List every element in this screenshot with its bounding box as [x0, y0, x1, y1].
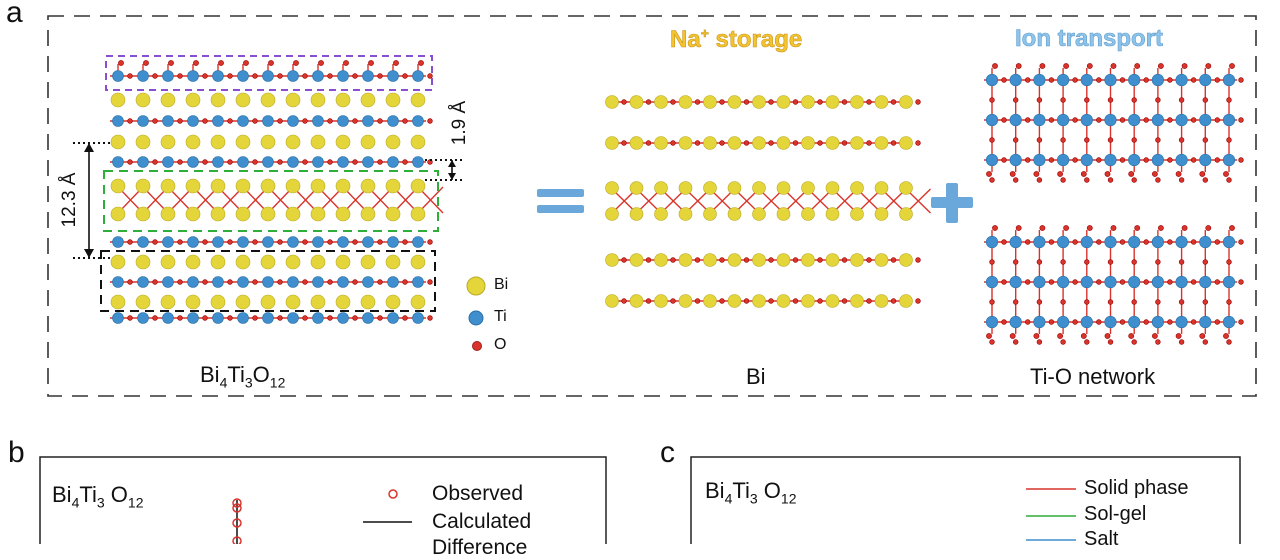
legend-solid-phase: Solid phase	[1084, 477, 1189, 499]
ion-transport-title: Ion transport	[1015, 25, 1164, 53]
top-tio-box	[105, 55, 433, 91]
tio-networks	[984, 63, 1244, 345]
panel-c-letter: c	[660, 436, 675, 469]
legend-bi: Bi	[494, 276, 509, 293]
formula-label-b: Bi4Ti3 O12	[52, 482, 144, 511]
panel-a-frame	[47, 15, 1257, 397]
observed-peak	[232, 498, 242, 544]
dimension-label-12-3: 12.3 Å	[59, 172, 80, 228]
legend-observed: Observed	[432, 482, 524, 505]
legend-difference: Difference	[432, 536, 528, 559]
crystal-structure-bi4ti3o12	[110, 60, 444, 324]
legend-sol-gel: Sol-gel	[1084, 503, 1147, 525]
legend-atoms	[466, 276, 486, 351]
figure-artwork	[39, 15, 1257, 544]
bi-layers	[605, 95, 931, 308]
panel-b-letter: b	[8, 436, 25, 469]
legend-o: O	[494, 336, 507, 353]
tio-network-label: Ti-O network	[1030, 364, 1156, 389]
legend-ti: Ti	[494, 308, 507, 325]
tio-block-box	[100, 250, 436, 312]
legend-salt: Salt	[1084, 528, 1119, 550]
formula-label-c: Bi4Ti3 O12	[705, 478, 797, 507]
legend-observed-marker	[388, 489, 398, 499]
dimension-label-1-9: 1.9 Å	[449, 100, 470, 146]
dimension-12-3	[73, 142, 112, 259]
panel-b-frame	[39, 456, 607, 544]
panel-a-letter: a	[6, 0, 23, 29]
dimension-1-9	[425, 159, 462, 181]
formula-label-a: Bi4Ti3O12	[200, 362, 286, 391]
na-storage-title: Na+ storage	[670, 25, 803, 54]
panel-c-frame	[690, 456, 1241, 544]
equals-sign	[537, 189, 584, 213]
plus-sign	[931, 183, 973, 223]
legend-calculated: Calculated	[432, 510, 532, 533]
bi-layer-box	[103, 170, 439, 232]
bi-layer-label: Bi	[746, 364, 766, 389]
